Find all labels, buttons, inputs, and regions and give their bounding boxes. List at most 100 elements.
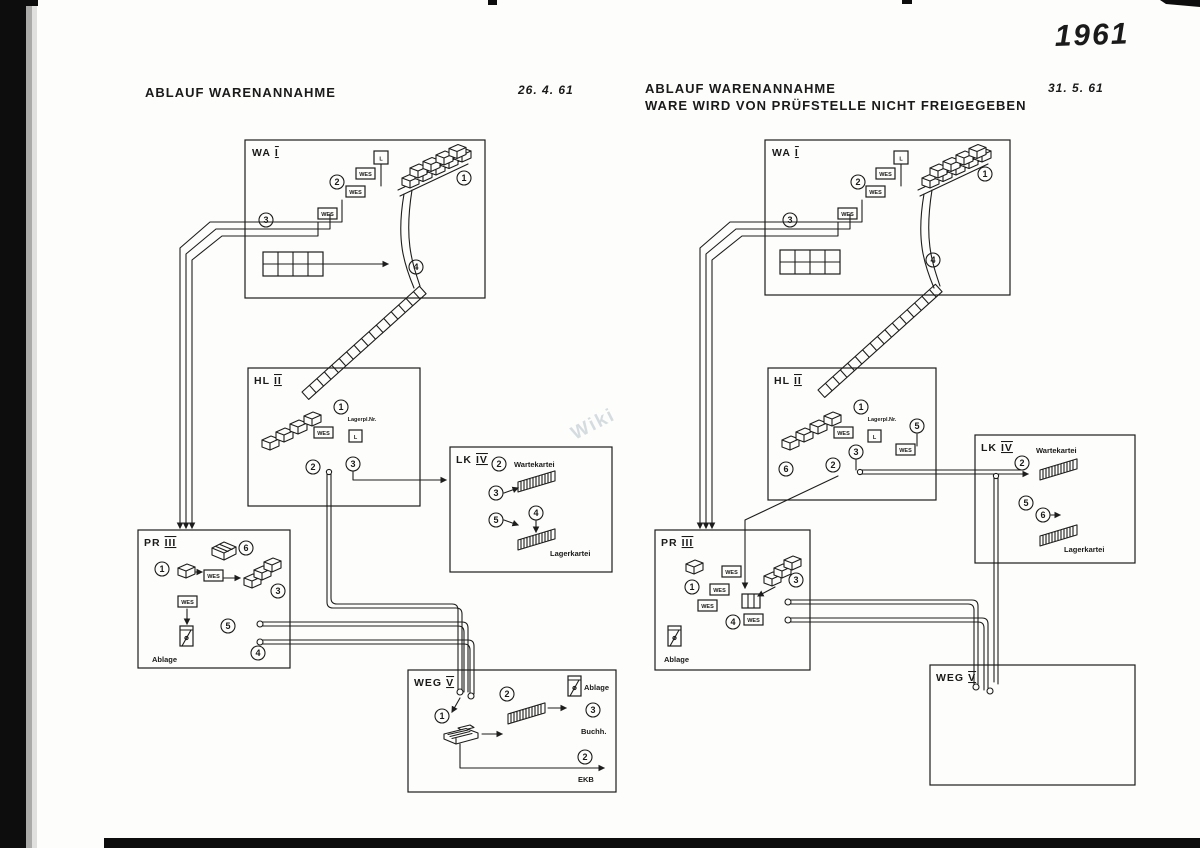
right-lk-box xyxy=(974,434,1136,564)
right-date: 31. 5. 61 xyxy=(1048,81,1104,95)
svg-text:5: 5 xyxy=(225,621,230,631)
right-pipe-cap0 xyxy=(856,468,864,476)
right-pipe-cap1 xyxy=(784,598,792,606)
left-weg-arrow-in xyxy=(451,697,461,713)
left-wa-wes1 xyxy=(355,167,376,180)
right-wa-wes3 xyxy=(837,207,858,220)
svg-text:3: 3 xyxy=(350,459,355,469)
svg-text:6: 6 xyxy=(783,464,788,474)
right-pipe-h2b xyxy=(789,621,985,691)
left-pr-ablage: Ablage xyxy=(152,655,177,664)
left-lk-lagerkartei: Lagerkartei xyxy=(550,549,590,558)
svg-text:4: 4 xyxy=(533,508,538,518)
left-pipe-cap4 xyxy=(456,688,464,696)
left-pr-step4: 4 xyxy=(250,645,266,661)
right-pipe-h2a xyxy=(789,617,989,689)
svg-text:3: 3 xyxy=(853,447,858,457)
right-pr-ablage: Ablage xyxy=(664,655,689,664)
left-pr-file xyxy=(179,625,194,647)
right-wa-step4: 4 xyxy=(925,252,941,268)
svg-text:1: 1 xyxy=(461,173,466,183)
svg-text:3: 3 xyxy=(787,215,792,225)
left-date: 26. 4. 61 xyxy=(517,83,574,97)
right-pr-step1: 1 xyxy=(684,579,700,595)
right-hl-step1: 1 xyxy=(853,399,869,415)
right-tally-grid xyxy=(779,249,841,275)
left-weg-ekb-line xyxy=(459,743,606,772)
right-hl-lbox-label: L xyxy=(873,435,877,441)
svg-text:1: 1 xyxy=(689,582,694,592)
left-pipe-v1a xyxy=(326,473,463,691)
left-pipe-h2a xyxy=(261,621,469,693)
svg-text:2: 2 xyxy=(855,177,860,187)
svg-text:2: 2 xyxy=(830,460,835,470)
left-hl-wes xyxy=(313,426,334,439)
svg-text:6: 6 xyxy=(243,543,248,553)
left-hl-step2: 2 xyxy=(305,459,321,475)
svg-text:3: 3 xyxy=(590,705,595,715)
right-pipe-h1a xyxy=(789,599,979,685)
left-lk-step4: 4 xyxy=(528,505,544,521)
svg-text:5: 5 xyxy=(914,421,919,431)
right-conveyor-curves xyxy=(920,189,941,289)
left-weg-step2b: 2 xyxy=(577,749,593,765)
left-lk-arrow5 xyxy=(503,519,520,527)
left-weg-ablage: Ablage xyxy=(584,683,609,692)
svg-text:3: 3 xyxy=(275,586,280,596)
right-pr-wes2 xyxy=(709,583,730,596)
right-pipe-cap4 xyxy=(972,683,980,691)
binding-shadow2 xyxy=(32,0,37,848)
svg-text:2: 2 xyxy=(1019,458,1024,468)
svg-text:2: 2 xyxy=(582,752,587,762)
left-wa-step2: 2 xyxy=(329,174,345,190)
left-lk-arrow3 xyxy=(503,486,520,494)
left-pipe-h3b xyxy=(261,643,471,695)
left-pipe-cap2 xyxy=(256,620,264,628)
svg-text:3: 3 xyxy=(793,575,798,585)
right-wa-step3: 3 xyxy=(782,212,798,228)
svg-text:2: 2 xyxy=(496,459,501,469)
svg-text:6: 6 xyxy=(1040,510,1045,520)
svg-text:1: 1 xyxy=(338,402,343,412)
svg-text:1: 1 xyxy=(159,564,164,574)
left-hl-step1: 1 xyxy=(333,399,349,415)
right-hl-step6: 6 xyxy=(778,461,794,477)
left-pr-step6: 6 xyxy=(238,540,254,556)
left-weg-step3: 3 xyxy=(585,702,601,718)
right-pr-device xyxy=(741,593,761,609)
right-pr-wes1 xyxy=(721,565,742,578)
left-lk-step5: 5 xyxy=(488,512,504,528)
left-hl-lbox xyxy=(348,429,363,443)
left-weg-box xyxy=(407,669,617,793)
right-return-line xyxy=(741,475,839,590)
svg-text:4: 4 xyxy=(930,255,935,265)
right-pipe-cap5 xyxy=(986,687,994,695)
left-weg-step1: 1 xyxy=(434,708,450,724)
bottom-strip xyxy=(104,838,1200,848)
left-pipe-cap5 xyxy=(467,692,475,700)
left-hl-lagerpl: Lagerpl.Nr. xyxy=(348,417,377,423)
right-hl-step5: 5 xyxy=(909,418,925,434)
right-hl-lagerpl: Lagerpl.Nr. xyxy=(868,417,897,423)
svg-text:4: 4 xyxy=(255,648,260,658)
left-pipe-v1b xyxy=(330,473,459,691)
left-lk-wartekartei: Wartekartei xyxy=(514,460,555,469)
left-hl-lbox-label: L xyxy=(354,435,358,441)
left-wa-wes2 xyxy=(345,185,366,198)
right-pipe-cap3 xyxy=(992,472,1000,480)
svg-text:2: 2 xyxy=(504,689,509,699)
left-pr-box xyxy=(137,529,291,669)
left-wa-step1: 1 xyxy=(456,170,472,186)
left-bundle-line3 xyxy=(188,221,319,530)
left-wa-wes3 xyxy=(317,207,338,220)
